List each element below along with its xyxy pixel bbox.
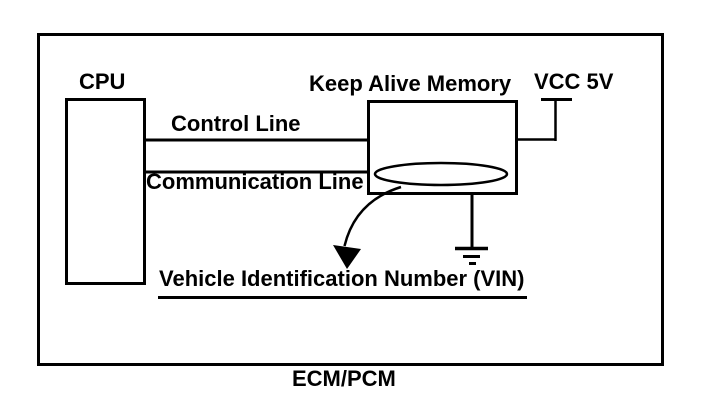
- arrowhead-icon: [333, 245, 361, 269]
- ecm-pcm-label: ECM/PCM: [292, 366, 396, 391]
- cpu-box: [65, 98, 146, 285]
- keep-alive-memory-label: Keep Alive Memory: [309, 71, 512, 96]
- communication-line-label: Communication Line: [146, 169, 364, 194]
- ecm-pcm-border: [37, 33, 664, 366]
- control-line-label: Control Line: [171, 111, 301, 136]
- cpu-label: CPU: [79, 69, 126, 94]
- vin-label: Vehicle Identification Number (VIN): [159, 266, 525, 291]
- vcc-5v-label: VCC 5V: [534, 69, 614, 94]
- curved-arrow-down-icon: [343, 185, 402, 247]
- keep-alive-memory-box: [367, 100, 518, 195]
- ground-icon: [455, 246, 488, 265]
- vin-location-ellipse: [373, 161, 509, 187]
